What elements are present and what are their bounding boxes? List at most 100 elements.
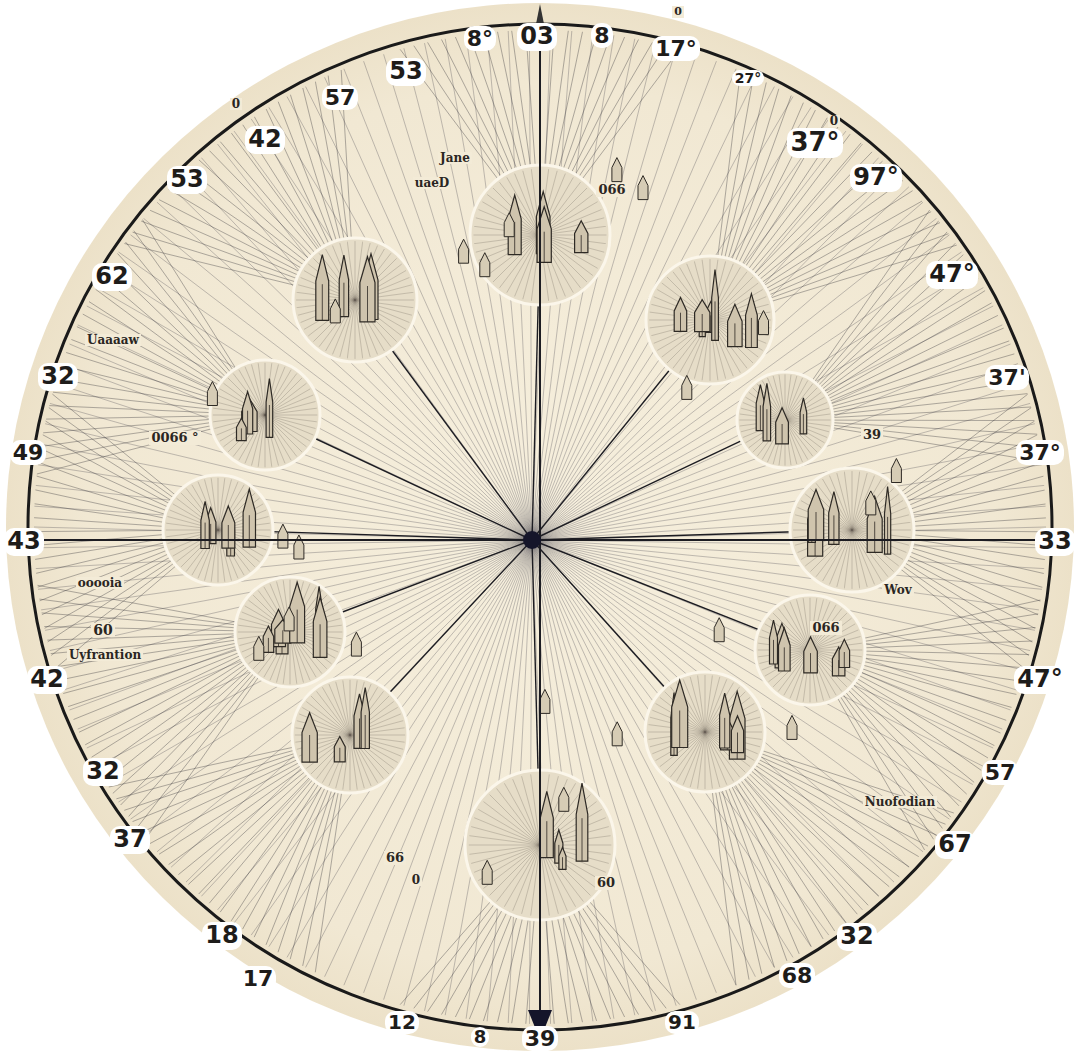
- vignette-disc: [235, 577, 345, 687]
- hatch-line: [478, 809, 540, 845]
- map-label: Wov: [882, 584, 913, 597]
- map-label: 66: [384, 851, 406, 865]
- spire-detail: [751, 318, 752, 348]
- spire-building: [728, 304, 743, 346]
- hatch-line: [852, 471, 853, 530]
- spire-detail: [760, 405, 761, 430]
- rim-number: 47°: [1014, 666, 1065, 693]
- small-structure: [284, 607, 294, 631]
- spire-detail: [702, 314, 703, 332]
- vignette-disc: [163, 475, 273, 585]
- rim-number: 42: [27, 666, 66, 693]
- map-label: Nuofodian: [863, 796, 937, 809]
- hatch-line: [785, 376, 797, 420]
- map-label: Uaaaaw: [85, 334, 141, 347]
- spire-building: [672, 680, 688, 747]
- spire-detail: [309, 735, 310, 762]
- small-structure: [682, 375, 692, 399]
- spire-building: [266, 379, 273, 438]
- city-vignettes: [163, 158, 914, 920]
- spire-detail: [773, 640, 774, 664]
- hatch-line: [302, 735, 350, 763]
- spire-building: [746, 294, 758, 348]
- hatch-line: [490, 845, 540, 895]
- rim-number: 18: [202, 922, 241, 949]
- spire-detail: [766, 409, 767, 441]
- spire-detail: [282, 630, 283, 643]
- spire-building: [839, 639, 850, 667]
- rim-number: 97°: [850, 164, 901, 191]
- small-structure: [612, 722, 622, 746]
- hatch-line: [785, 414, 830, 420]
- small-structure: [787, 715, 797, 739]
- spire-detail: [339, 748, 340, 762]
- spire-detail: [844, 652, 845, 668]
- hatch-line: [844, 472, 852, 530]
- map-label: 39: [861, 428, 883, 442]
- rim-number: 91: [665, 1011, 699, 1034]
- spire-detail: [268, 638, 269, 653]
- small-structure: [866, 491, 876, 515]
- spire-building: [243, 489, 255, 547]
- spire-building: [829, 492, 839, 545]
- hatch-line: [705, 732, 720, 787]
- ray-line: [287, 97, 532, 540]
- hatch-line: [322, 735, 350, 783]
- rim-number: 57: [982, 760, 1019, 785]
- small-structure: [559, 787, 569, 811]
- hatch-line: [810, 609, 842, 651]
- spire-detail: [269, 405, 270, 437]
- spire-building: [237, 418, 247, 440]
- rim-number: 67: [935, 831, 974, 858]
- ray-line: [532, 540, 1044, 569]
- hatch-line: [471, 827, 540, 845]
- spire-detail: [546, 821, 547, 857]
- leader-line: [79, 632, 290, 732]
- rim-number: 03: [517, 23, 556, 50]
- small-structure: [759, 311, 769, 335]
- ray-line: [532, 465, 1042, 540]
- ray-line: [532, 364, 1018, 540]
- vertical-axis: [539, 12, 541, 1040]
- ray-line: [131, 235, 532, 540]
- hatch-line: [471, 845, 540, 863]
- hatch-line: [469, 845, 540, 846]
- rim-number: 53: [386, 58, 425, 85]
- spire-building: [559, 847, 566, 869]
- hatch-line: [810, 650, 862, 651]
- spire-detail: [241, 428, 242, 440]
- hatch-line: [343, 680, 350, 735]
- ray-line: [384, 540, 532, 1000]
- spire-detail: [724, 718, 725, 748]
- spire-building: [674, 297, 687, 331]
- center-hub: [523, 531, 541, 549]
- ray-line: [532, 540, 1046, 548]
- spire-detail: [205, 523, 206, 549]
- small-structure: [351, 632, 361, 656]
- spire-detail: [734, 323, 735, 346]
- ray-line: [251, 119, 532, 540]
- hatch-line: [350, 680, 351, 735]
- rim-number: 32: [83, 758, 122, 785]
- map-label: Uyfrantion: [67, 649, 143, 662]
- ray-line: [97, 540, 532, 766]
- map-label: 066: [810, 621, 841, 635]
- spire-building: [339, 255, 348, 317]
- hatch-line: [265, 363, 266, 415]
- small-structure: [714, 618, 724, 642]
- hatch-line: [852, 530, 867, 587]
- hatch-line: [504, 845, 540, 907]
- map-label: 0: [410, 874, 422, 887]
- spire-detail: [784, 647, 785, 671]
- spire-detail: [582, 818, 583, 861]
- rim-number: 62: [92, 263, 131, 290]
- hatch-line: [852, 473, 867, 530]
- hatch-line: [504, 783, 540, 845]
- rim-number: 12: [385, 1011, 419, 1034]
- vignette-disc: [645, 672, 765, 792]
- ray-line: [70, 540, 533, 710]
- hatch-line: [218, 478, 219, 530]
- spire-detail: [359, 719, 360, 749]
- vignette-disc: [790, 468, 914, 592]
- spire-building: [804, 637, 818, 673]
